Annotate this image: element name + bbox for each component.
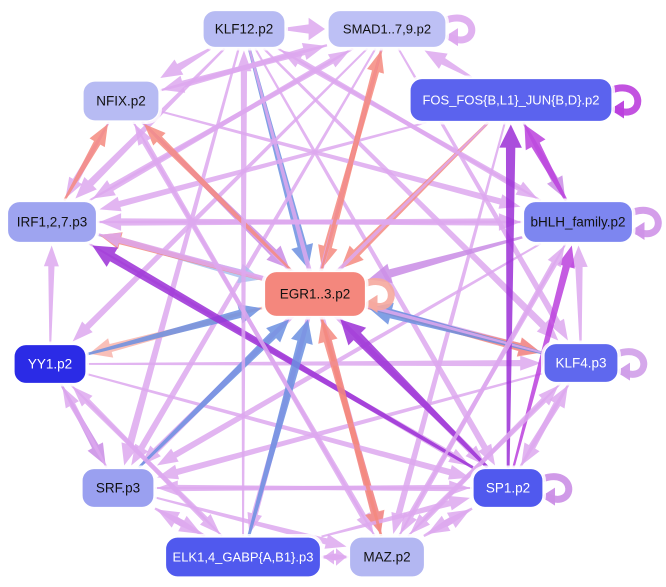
self-loop-arrowhead-egr (363, 294, 378, 313)
self-loop-arrowhead-klf4 (616, 362, 630, 381)
node-irf[interactable]: IRF1,2,7.p3 (4, 198, 100, 246)
node-klf4[interactable]: KLF4.p3 (541, 340, 621, 386)
edge-klf12-to-nfix (160, 47, 212, 78)
node-box[interactable] (81, 467, 155, 509)
edge-srf-to-yy1 (62, 386, 108, 468)
edge-klf12-to-smad (286, 17, 325, 41)
edge-elk-to-egr (247, 319, 313, 537)
node-sp1[interactable]: SP1.p2 (470, 465, 546, 511)
edge-klf4-to-bhlh (570, 245, 588, 343)
edge-irf-to-nfix (63, 124, 108, 202)
edge-maz-to-nfix (134, 124, 376, 537)
edge-fos-to-irf (99, 121, 427, 212)
edge-egr-to-nfix (144, 124, 293, 272)
node-box[interactable] (164, 536, 322, 578)
edge-srf-to-egr (137, 319, 290, 469)
edge-smad-to-yy1 (72, 47, 369, 342)
self-loop-arrowhead-smad (444, 28, 458, 47)
node-nfix[interactable]: NFIX.p2 (80, 78, 162, 124)
edge-sp1-to-klf4 (519, 385, 568, 469)
edge-maz-to-egr (318, 319, 383, 537)
edge-sp1-to-irf (92, 245, 474, 469)
edge-egr-to-smad (320, 50, 384, 271)
node-box[interactable] (202, 9, 286, 49)
node-klf12[interactable]: KLF12.p2 (200, 7, 288, 51)
edge-sp1-to-egr (340, 319, 489, 469)
self-loop-arrowhead-fos (610, 100, 624, 119)
node-maz[interactable]: MAZ.p2 (346, 534, 428, 580)
self-loop-sp1 (537, 473, 573, 503)
edge-bhlh-to-srf (156, 242, 542, 466)
node-smad[interactable]: SMAD1..7,9.p2 (325, 7, 449, 51)
node-box[interactable] (522, 200, 634, 244)
self-loop-fos (606, 84, 642, 116)
edge-yy1-to-klf4 (87, 355, 541, 371)
self-loop-layer (360, 14, 662, 506)
edge-elk-to-yy1 (72, 386, 223, 537)
node-srf[interactable]: SRF.p3 (79, 465, 157, 511)
node-box[interactable] (327, 9, 447, 49)
edge-klf12-to-klf4 (262, 47, 559, 341)
self-loop-arrowhead-bhlh (630, 222, 645, 241)
node-box[interactable] (472, 467, 544, 509)
edge-bhlh-to-fos (524, 124, 568, 202)
edge-sp1-to-fos (499, 124, 522, 468)
node-box[interactable] (6, 200, 98, 244)
edge-yy1-to-irf (43, 245, 59, 344)
edge-sp1-to-srf (157, 480, 472, 496)
edge-bhlh-to-egr (368, 235, 523, 284)
edge-bhlh-to-klf12 (281, 50, 542, 202)
edge-elk-to-sp1 (321, 495, 470, 538)
edge-nfix-to-bhlh (159, 110, 521, 209)
self-loop-arrowhead-sp1 (541, 487, 555, 506)
edge-elk-to-srf (157, 509, 206, 537)
node-box[interactable] (543, 342, 619, 384)
self-loop-egr (360, 278, 395, 310)
self-loop-smad (440, 14, 476, 44)
edge-maz-to-bhlh (398, 245, 565, 537)
node-fos[interactable]: FOS_FOS{B,L1}_JUN{B,D}.p2 (407, 75, 615, 125)
node-yy1[interactable]: YY1.p2 (11, 341, 89, 387)
edge-maz-to-sp1 (423, 509, 470, 537)
node-box[interactable] (263, 270, 367, 318)
edge-bhlh-to-irf (99, 213, 523, 231)
self-loop-klf4 (612, 348, 648, 378)
edge-elk-to-klf12 (236, 50, 252, 536)
node-box[interactable] (82, 80, 160, 122)
node-bhlh[interactable]: bHLH_family.p2 (520, 198, 636, 246)
self-loop-bhlh (627, 207, 662, 237)
node-box[interactable] (409, 77, 613, 123)
edge-fos-to-smad (424, 50, 473, 79)
node-box[interactable] (348, 536, 426, 578)
node-box[interactable] (13, 343, 87, 385)
node-egr[interactable]: EGR1..3.p2 (261, 268, 369, 320)
node-elk[interactable]: ELK1,4_GABP{A,B1}.p3 (162, 534, 324, 580)
edge-maz-to-klf4 (407, 385, 559, 537)
edge-layer (43, 17, 588, 566)
edge-maz-to-elk (323, 549, 349, 565)
